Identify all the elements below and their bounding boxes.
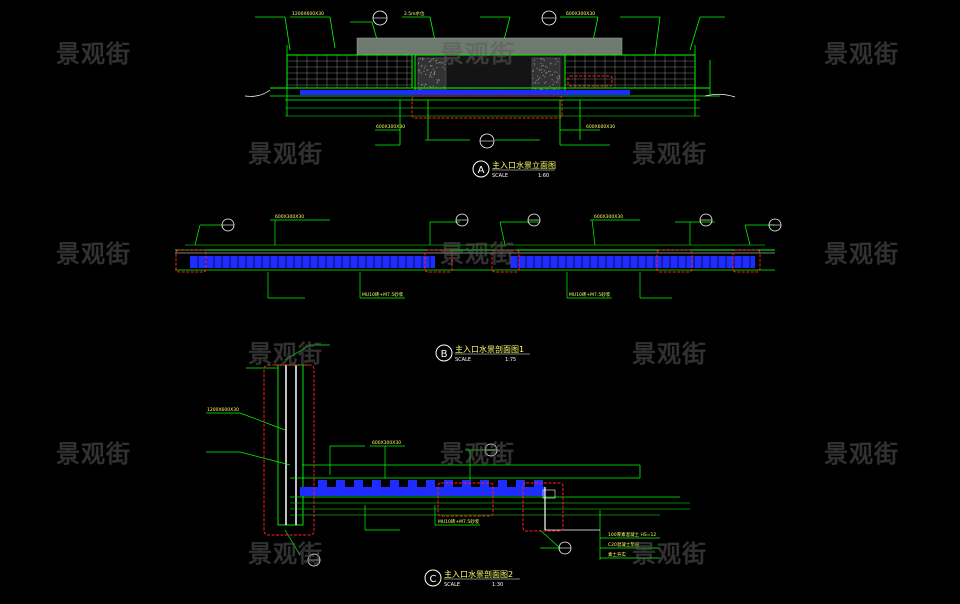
note-a-4: 600X600X30 xyxy=(586,124,615,130)
view-c-title: 主入口水景剖面图2 xyxy=(444,569,513,579)
note-c-2: 600X300X30 xyxy=(372,440,401,446)
section-view-b: B 主入口水景剖面图1 SCALE 1:75 600X300X30 600X30… xyxy=(175,213,782,363)
note-a-1: 1200X600X30 xyxy=(292,11,324,17)
note-c-1: 1200X600X30 xyxy=(207,407,239,413)
note-c-6: 素土夯实 xyxy=(608,551,626,558)
view-a-scale-label: SCALE xyxy=(492,173,508,179)
note-b-2: 600X300X30 xyxy=(594,214,623,220)
section-view-c: C 主入口水景剖面图2 SCALE 1:30 1200X600X30 600X3… xyxy=(206,344,690,588)
note-b-1: 600X300X30 xyxy=(275,214,304,220)
view-b-title: 主入口水景剖面图1 xyxy=(455,344,524,354)
note-a-3: 600X300X30 xyxy=(376,124,405,130)
view-a-title: 主入口水景立面图 xyxy=(492,160,556,170)
view-c-marker: C xyxy=(430,574,437,585)
note-c-5: C20混凝土垫层 xyxy=(608,541,640,548)
view-a-scale-value: 1:60 xyxy=(538,173,549,179)
note-a-2: 600X300X30 xyxy=(566,11,595,17)
note-c-4: 100厚素混凝土 HS=12 xyxy=(608,531,656,538)
view-c-scale-value: 1:30 xyxy=(492,582,503,588)
view-b-marker: B xyxy=(441,349,448,360)
view-b-scale-label: SCALE xyxy=(455,357,471,363)
view-a-marker: A xyxy=(478,165,485,176)
note-c-3: MU10砖+M7.5砂浆 xyxy=(438,518,480,525)
view-b-scale-value: 1:75 xyxy=(505,357,516,363)
note-b-3: MU10砖+M7.5砂浆 xyxy=(362,291,404,298)
view-c-scale-label: SCALE xyxy=(444,582,460,588)
note-b-4: MU10砖+M7.5砂浆 xyxy=(569,291,611,298)
note-a-5: 2.5m水位 xyxy=(404,10,425,17)
elevation-view-a: A 主入口水景立面图 SCALE 1:60 1200X600X30 600X30… xyxy=(244,10,736,179)
